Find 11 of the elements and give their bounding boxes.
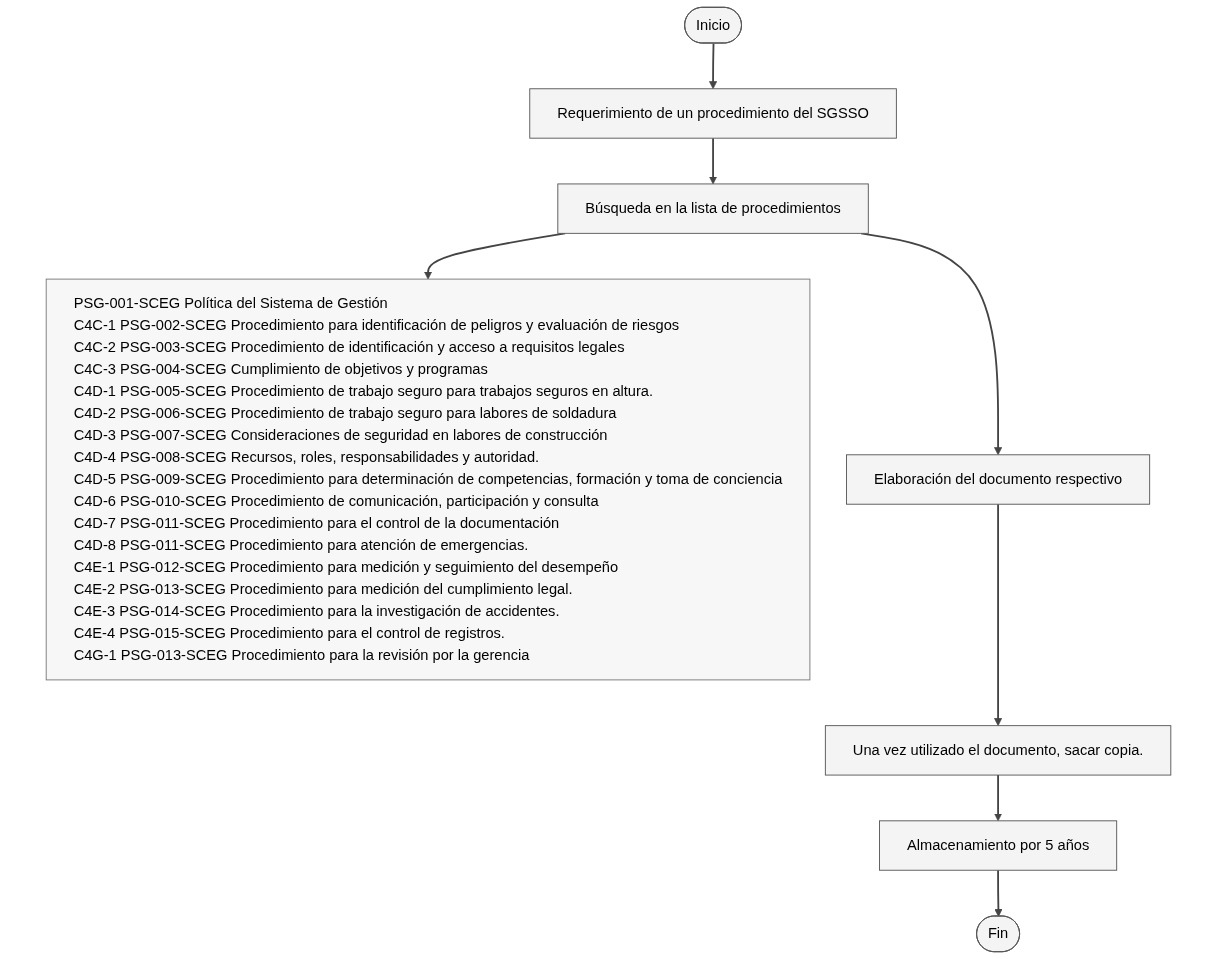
- node-box: Elaboración del documento respectivo: [846, 454, 1151, 505]
- arrow: [994, 774, 1003, 822]
- node-box: Una vez utilizado el documento, sacar copia.: [824, 725, 1172, 776]
- node-box: PSG-001-SCEG Política del Sistema de Gestión C4C-1 PSG-002-SCEG Procedimiento para identificación de peligros y evaluación de riesgos C4C-2 PSG-003-SCEG Procedimiento de identificación y acceso a requisitos legales C4C-3 PSG-004-SCEG Cumplimiento de objetivos y programas C4D-1 PSG-005-SCEG Procedimiento de trabajo seguro para trabajos seguros en altura. C4D-2 PSG-006-SCEG Procedimiento de trabajo seguro para labores de soldadura C4D-3 PSG-007-SCEG Consideraciones de seguridad en labores de construcción C4D-4 PSG-008-SCEG Recursos, roles, responsabilidades y autoridad. C4D-5 PSG-009-SCEG Procedimiento para determinación de competencias, formación y toma de conciencia C4D-6 PSG-010-SCEG Procedimiento de comunicación, participación y consulta C4D-7 PSG-011-SCEG Procedimiento para el control de la documentación C4D-8 PSG-011-SCEG Procedimiento para atención de emergencias. C4E-1 PSG-012-SCEG Procedimiento para medición y seguimiento del desempeño C4E-2 PSG-013-SCEG Procedimiento para medición del cumplimiento legal. C4E-3 PSG-014-SCEG Procedimiento para la investigación de accidentes. C4E-4 PSG-015-SCEG Procedimiento para el control de registros. C4G-1 PSG-013-SCEG Procedimiento para la revisión por la gerencia: [45, 278, 811, 681]
- arrow: [994, 503, 1003, 726]
- node-box: Almacenamiento por 5 años: [879, 820, 1118, 871]
- node-box: Requerimiento de un procedimiento del SGSSO: [529, 88, 897, 139]
- arrow: [709, 42, 718, 90]
- node-box: Búsqueda en la lista de procedimientos: [557, 183, 869, 234]
- arrow: [709, 137, 718, 185]
- arrow: [994, 869, 1003, 917]
